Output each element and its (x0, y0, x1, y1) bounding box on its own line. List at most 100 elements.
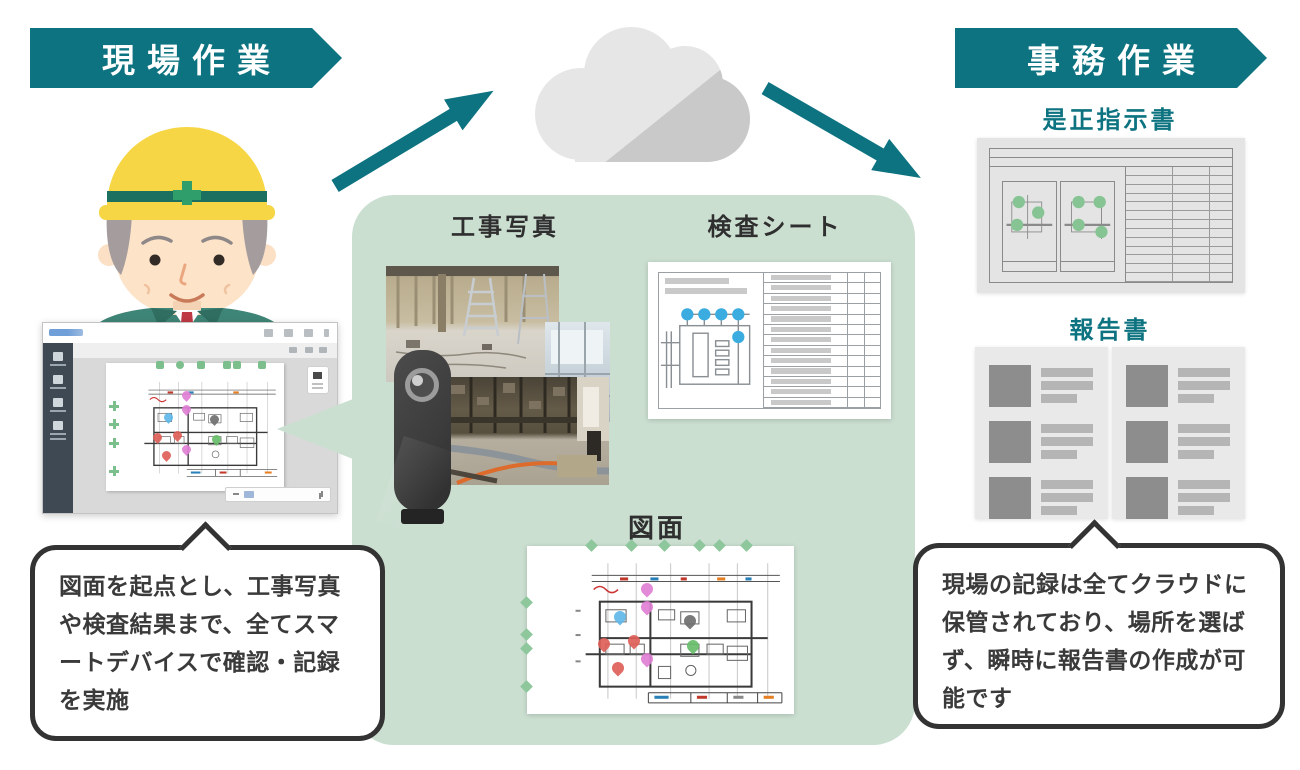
sketch-panel (1059, 181, 1115, 272)
text-bar (1041, 480, 1093, 489)
text-bar (1178, 368, 1230, 377)
office-callout-bubble: 現場の記録は全てクラウドに保管されており、場所を選ばず、瞬時に報告書の作成が可能… (913, 519, 1285, 729)
sidebar-item (49, 398, 67, 412)
banner-site-work-label: 現場作業 (102, 42, 282, 79)
corr-row (1125, 273, 1232, 282)
text-bar (1178, 450, 1214, 459)
sidebar-icon (53, 375, 63, 384)
construction-worker-avatar (87, 127, 287, 335)
map-pin-icon (684, 637, 702, 655)
report-page (975, 347, 1108, 519)
download-arrow-icon (756, 72, 930, 193)
doc-text-bar (665, 288, 747, 294)
app-topbar (43, 323, 337, 344)
text-bar (1178, 493, 1230, 502)
insp-row (763, 325, 880, 336)
table-divider (1172, 167, 1174, 282)
green-plus-icon (109, 466, 119, 476)
floor-plan (529, 548, 792, 712)
table-divider (863, 273, 865, 408)
banner-office-work: 事務作業 (955, 28, 1267, 88)
photos-section-label: 工事写真 (451, 214, 559, 241)
upload-arrow-icon (326, 75, 503, 201)
banner-office-work-label: 事務作業 (1027, 42, 1207, 79)
green-plus-icon (109, 401, 119, 411)
text-bar (1178, 394, 1214, 403)
map-pin-icon (681, 612, 699, 630)
text-bar (1178, 381, 1230, 390)
sidebar-item (49, 421, 67, 440)
insp-row (763, 283, 880, 294)
photo-placeholder (989, 421, 1031, 463)
corr-row (1125, 167, 1232, 176)
inspection-sheet-doc (648, 262, 891, 419)
map-pin-icon (638, 580, 656, 598)
sidebar-label-bar (50, 438, 66, 440)
insp-row (763, 387, 880, 398)
table-divider (1208, 167, 1210, 282)
sidebar-icon (53, 398, 63, 407)
camera-lens-icon (405, 368, 439, 402)
topbar-icon (304, 329, 313, 337)
corr-row (1125, 211, 1232, 221)
text-bar (1178, 506, 1214, 515)
site-callout-text: 図面を起点とし、工事写真や検査結果まで、全てスマートデバイスで確認・記録を実施 (59, 573, 341, 713)
topbar-icon (264, 329, 273, 337)
topbar-icon (284, 329, 293, 337)
corr-row (1125, 255, 1232, 265)
zoom-value-bar (244, 491, 254, 498)
green-tool-icon (176, 361, 184, 369)
text-bar (1178, 437, 1230, 446)
report-entry (989, 421, 1094, 465)
drawing-pins-layer (527, 546, 794, 714)
corr-row (1125, 229, 1232, 238)
map-pin-icon (638, 650, 656, 668)
inspection-section-label: 検査シート (707, 214, 843, 241)
insp-row (763, 398, 880, 409)
sketch-caption-strip (1060, 261, 1114, 271)
banner-site-work: 現場作業 (30, 28, 342, 88)
corr-row (1125, 264, 1232, 274)
map-pin-icon (609, 659, 627, 677)
photo-placeholder (1126, 477, 1168, 519)
sidebar-icon (53, 352, 63, 361)
insp-row (763, 273, 880, 284)
inspection-table (658, 272, 881, 409)
corr-row (1125, 176, 1232, 185)
correction-table (989, 148, 1233, 283)
map-pin-icon (151, 431, 164, 445)
app-toolbar (73, 343, 337, 359)
floor-plan-svg (575, 563, 783, 704)
construction-photo-1 (386, 266, 559, 382)
photo-placeholder (989, 365, 1031, 407)
corr-row (1125, 247, 1232, 256)
insp-row (763, 356, 880, 367)
toolbar-icon (319, 347, 327, 353)
insp-row (763, 304, 880, 315)
app-zoom-control (225, 487, 331, 502)
map-pin-icon (595, 635, 613, 653)
app-side-tool-button (307, 366, 329, 394)
sidebar-label-bar (50, 410, 66, 412)
map-pin-icon (160, 449, 173, 463)
sidebar-label-bar (50, 364, 66, 366)
insp-row (763, 377, 880, 388)
correction-sketch-svg (1064, 195, 1111, 239)
app-pins-layer (106, 363, 284, 491)
map-pin-icon (179, 443, 193, 456)
insp-row (763, 294, 880, 305)
toolbar-icon (305, 347, 313, 353)
corr-row (1125, 194, 1232, 203)
report-entry (1126, 365, 1231, 409)
sketch-caption-strip (1003, 261, 1056, 271)
360-camera-icon (394, 350, 451, 512)
inspection-rows-cell (763, 273, 880, 409)
sidebar-item (49, 375, 67, 389)
insp-row (763, 315, 880, 325)
text-bar (1041, 368, 1093, 377)
photo-placeholder (1126, 365, 1168, 407)
report-entry (989, 365, 1094, 409)
topbar-icon (324, 329, 329, 337)
report-entry (1126, 421, 1231, 465)
